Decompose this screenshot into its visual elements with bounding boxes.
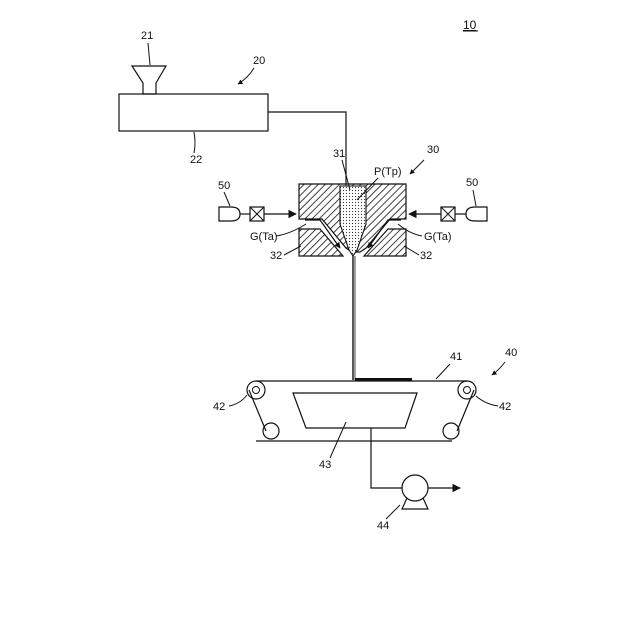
gas-channel-right-label: 32	[420, 250, 432, 262]
pump	[402, 475, 460, 509]
roller-left-top	[247, 381, 265, 399]
extruder	[119, 66, 346, 184]
spinning-head	[299, 184, 406, 380]
gas-right-label: G(Ta)	[424, 231, 452, 243]
figure-number: 10	[463, 18, 477, 32]
suction-duct	[371, 428, 402, 488]
roller-right-label: 42	[499, 401, 511, 413]
gas-supply-right-label: 50	[466, 177, 478, 189]
hopper	[132, 66, 166, 94]
pump-label: 44	[377, 520, 389, 532]
roller-left-label: 42	[213, 401, 225, 413]
extruder-body-label: 22	[190, 154, 202, 166]
extruder-label: 20	[253, 55, 265, 67]
suction-box	[293, 393, 417, 428]
hopper-label: 21	[141, 30, 153, 42]
roller-right-bottom	[443, 423, 459, 439]
extruder-body	[119, 94, 268, 131]
collector-label: 40	[505, 347, 517, 359]
spinning-head-label: 30	[427, 144, 439, 156]
polymer-label: P(Tp)	[374, 166, 402, 178]
gas-channel-left-label: 32	[270, 250, 282, 262]
conveyor-belt-label: 41	[450, 351, 462, 363]
gas-left-label: G(Ta)	[250, 231, 278, 243]
gas-supply-left	[219, 207, 296, 221]
suction-box-label: 43	[319, 459, 331, 471]
gas-supply-right	[409, 207, 487, 221]
collector	[247, 378, 476, 488]
roller-right-top	[458, 381, 476, 399]
nozzle-label: 31	[333, 148, 345, 160]
gas-supply-left-label: 50	[218, 180, 230, 192]
